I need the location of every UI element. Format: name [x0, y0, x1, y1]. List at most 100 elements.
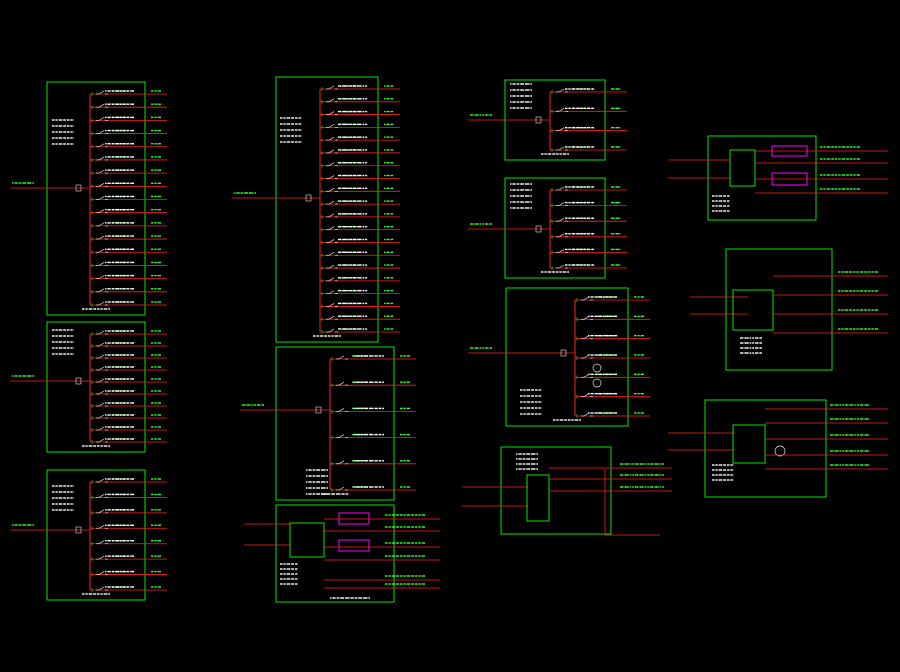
- panel-1-feeder-breaker: [96, 235, 108, 240]
- switch-blade: [98, 130, 105, 134]
- panel-1-feeder-breaker: [96, 262, 108, 266]
- switch-blade: [98, 524, 105, 529]
- panel-3-feeder-breaker: [96, 586, 108, 591]
- panel-3-feeder-breaker: [96, 509, 108, 514]
- switch-blade: [338, 434, 345, 438]
- panel-13-ats-box: [732, 424, 766, 464]
- panel-4-feeder-breaker: [326, 149, 338, 154]
- panel-1-feeder-breaker: [96, 275, 108, 279]
- panel-7-feeder-breaker: [556, 146, 568, 151]
- panel-4-feeder-breaker: [326, 175, 338, 179]
- panel-2-feeder-breaker: [96, 390, 108, 395]
- panel-12-frame: [725, 248, 833, 371]
- switch-blade: [328, 290, 335, 294]
- panel-10-ats-box: [526, 474, 550, 522]
- switch-blade: [558, 249, 565, 253]
- switch-blade: [328, 239, 335, 243]
- switch-blade: [98, 366, 105, 371]
- switch-blade: [98, 183, 105, 187]
- switch-blade: [98, 342, 105, 347]
- panel-4-feeder-breaker: [326, 200, 338, 205]
- panel-4-main-breaker: [305, 194, 312, 202]
- panel-2-feeder-breaker: [96, 366, 108, 371]
- switch-blade: [98, 354, 105, 359]
- panel-4-feeder-breaker: [326, 264, 338, 269]
- switch-blade: [98, 169, 105, 174]
- panel-3-feeder-breaker: [96, 571, 108, 575]
- panel-9-main-breaker: [560, 349, 567, 357]
- switch-blade: [98, 235, 105, 240]
- switch-blade: [98, 248, 105, 253]
- panel-4-feeder-breaker: [326, 226, 338, 231]
- switch-blade: [98, 156, 105, 161]
- switch-blade: [338, 460, 345, 465]
- panel-4-feeder-breaker: [326, 277, 338, 282]
- switch-blade: [98, 301, 105, 306]
- panel-1-feeder-breaker: [96, 288, 108, 293]
- panel-1-feeder-breaker: [96, 130, 108, 134]
- switch-blade: [98, 103, 105, 108]
- switch-blade: [98, 378, 105, 383]
- switch-blade: [98, 540, 105, 545]
- switch-blade: [328, 200, 335, 205]
- panel-4-feeder-breaker: [326, 251, 338, 256]
- transformer-symbol: [592, 378, 602, 388]
- switch-blade: [98, 478, 105, 483]
- switch-blade: [98, 196, 105, 200]
- panel-2-feeder-breaker: [96, 438, 108, 443]
- panel-2-feeder-breaker: [96, 342, 108, 347]
- panel-1-feeder-breaker: [96, 169, 108, 174]
- panel-1-feeder-breaker: [96, 301, 108, 306]
- switch-blade: [558, 186, 565, 191]
- panel-8-main-breaker: [535, 225, 542, 233]
- switch-blade: [98, 414, 105, 419]
- switch-blade: [328, 149, 335, 154]
- switch-blade: [98, 275, 105, 279]
- switch-blade: [328, 175, 335, 179]
- switch-blade: [328, 98, 335, 103]
- switch-blade: [558, 127, 565, 131]
- transformer-symbol: [592, 363, 602, 373]
- panel-1-feeder-breaker: [96, 103, 108, 108]
- panel-1-frame: [46, 81, 146, 316]
- panel-1-feeder-breaker: [96, 222, 108, 227]
- switch-blade: [98, 438, 105, 443]
- schematic-layer: [10, 76, 888, 603]
- panel-5-frame: [275, 346, 395, 501]
- panel-5-feeder-breaker: [336, 486, 348, 491]
- panel-2-feeder-breaker: [96, 414, 108, 419]
- panel-1-feeder-breaker: [96, 183, 108, 187]
- switch-blade: [98, 555, 105, 560]
- panel-6-module-2: [338, 539, 370, 552]
- panel-8-feeder-breaker: [556, 202, 568, 206]
- panel-6-ats-box: [289, 522, 325, 558]
- switch-blade: [558, 108, 565, 112]
- panel-3-main-breaker: [75, 526, 82, 534]
- panel-8-feeder-breaker: [556, 233, 568, 238]
- panel-4-feeder-breaker: [326, 85, 338, 90]
- switch-blade: [558, 217, 565, 222]
- switch-blade: [328, 162, 335, 167]
- panel-1-feeder-breaker: [96, 117, 108, 121]
- switch-blade: [328, 251, 335, 256]
- panel-2-main-breaker: [75, 377, 82, 385]
- panel-4-feeder-breaker: [326, 239, 338, 243]
- switch-blade: [328, 124, 335, 128]
- panel-5-main-breaker: [315, 406, 322, 414]
- switch-blade: [338, 355, 345, 360]
- switch-blade: [98, 209, 105, 213]
- switch-blade: [98, 402, 105, 407]
- panel-1-feeder-breaker: [96, 90, 108, 95]
- panel-1-main-breaker: [75, 184, 82, 192]
- panel-2-feeder-breaker: [96, 330, 108, 335]
- switch-blade: [328, 111, 335, 115]
- switch-blade: [558, 202, 565, 206]
- panel-4-feeder-breaker: [326, 213, 338, 218]
- switch-blade: [98, 571, 105, 575]
- panel-2-feeder-breaker: [96, 354, 108, 359]
- switch-blade: [328, 226, 335, 230]
- switch-blade: [328, 213, 335, 218]
- panel-1-feeder-breaker: [96, 196, 108, 200]
